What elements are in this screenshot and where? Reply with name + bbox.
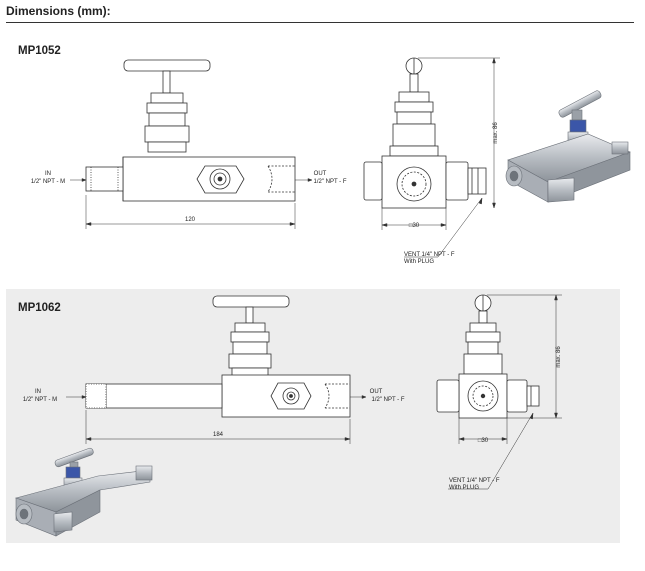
- mp1052-vent-plug: With PLUG: [404, 259, 434, 265]
- mp1062-in-label: IN: [35, 389, 41, 395]
- mp1052-in-thread: 1/2" NPT - M: [31, 179, 65, 185]
- mp1052-side-view: [85, 59, 296, 202]
- mp1062-height-dimension: max. 86: [556, 346, 562, 368]
- mp1052-height-dimension: max. 86: [493, 122, 499, 144]
- mp1062-vent-label: VENT 1/4" NPT - F: [449, 478, 500, 484]
- section-title: Dimensions (mm):: [6, 4, 111, 18]
- mp1052-width-dimension: □30: [409, 223, 420, 229]
- mp1052-end-dimensions: [381, 57, 500, 258]
- mp1052-product-image: [505, 90, 631, 203]
- mp1052-out-thread: 1/2" NPT - F: [313, 179, 346, 185]
- mp1052-side-dimensions: [70, 178, 313, 229]
- title-divider: [6, 22, 634, 23]
- mp1062-out-thread: 1/2" NPT - F: [371, 397, 404, 403]
- mp1062-vent-plug: With PLUG: [449, 485, 479, 491]
- mp1052-out-label: OUT: [314, 171, 327, 177]
- mp1062-width-dimension: □30: [478, 438, 489, 444]
- mp1062-side-dimensions: [66, 395, 367, 444]
- mp1052-end-view: [363, 57, 487, 209]
- mp1062-in-thread: 1/2" NPT - M: [23, 397, 57, 403]
- mp1052-model-label: MP1052: [18, 45, 61, 57]
- mp1052-vent-label: VENT 1/4" NPT - F: [404, 252, 455, 258]
- mp1062-length-dimension: 184: [213, 432, 224, 438]
- mp1052-in-label: IN: [45, 171, 51, 177]
- mp1062-product-image: [14, 447, 153, 537]
- mp1062-side-view: [85, 295, 351, 418]
- mp1062-end-dimensions: [448, 294, 562, 490]
- mp1062-end-view: [436, 294, 540, 419]
- mp1052-length-dimension: 120: [185, 217, 196, 223]
- mp1062-out-label: OUT: [370, 389, 383, 395]
- mp1062-model-label: MP1062: [18, 302, 61, 314]
